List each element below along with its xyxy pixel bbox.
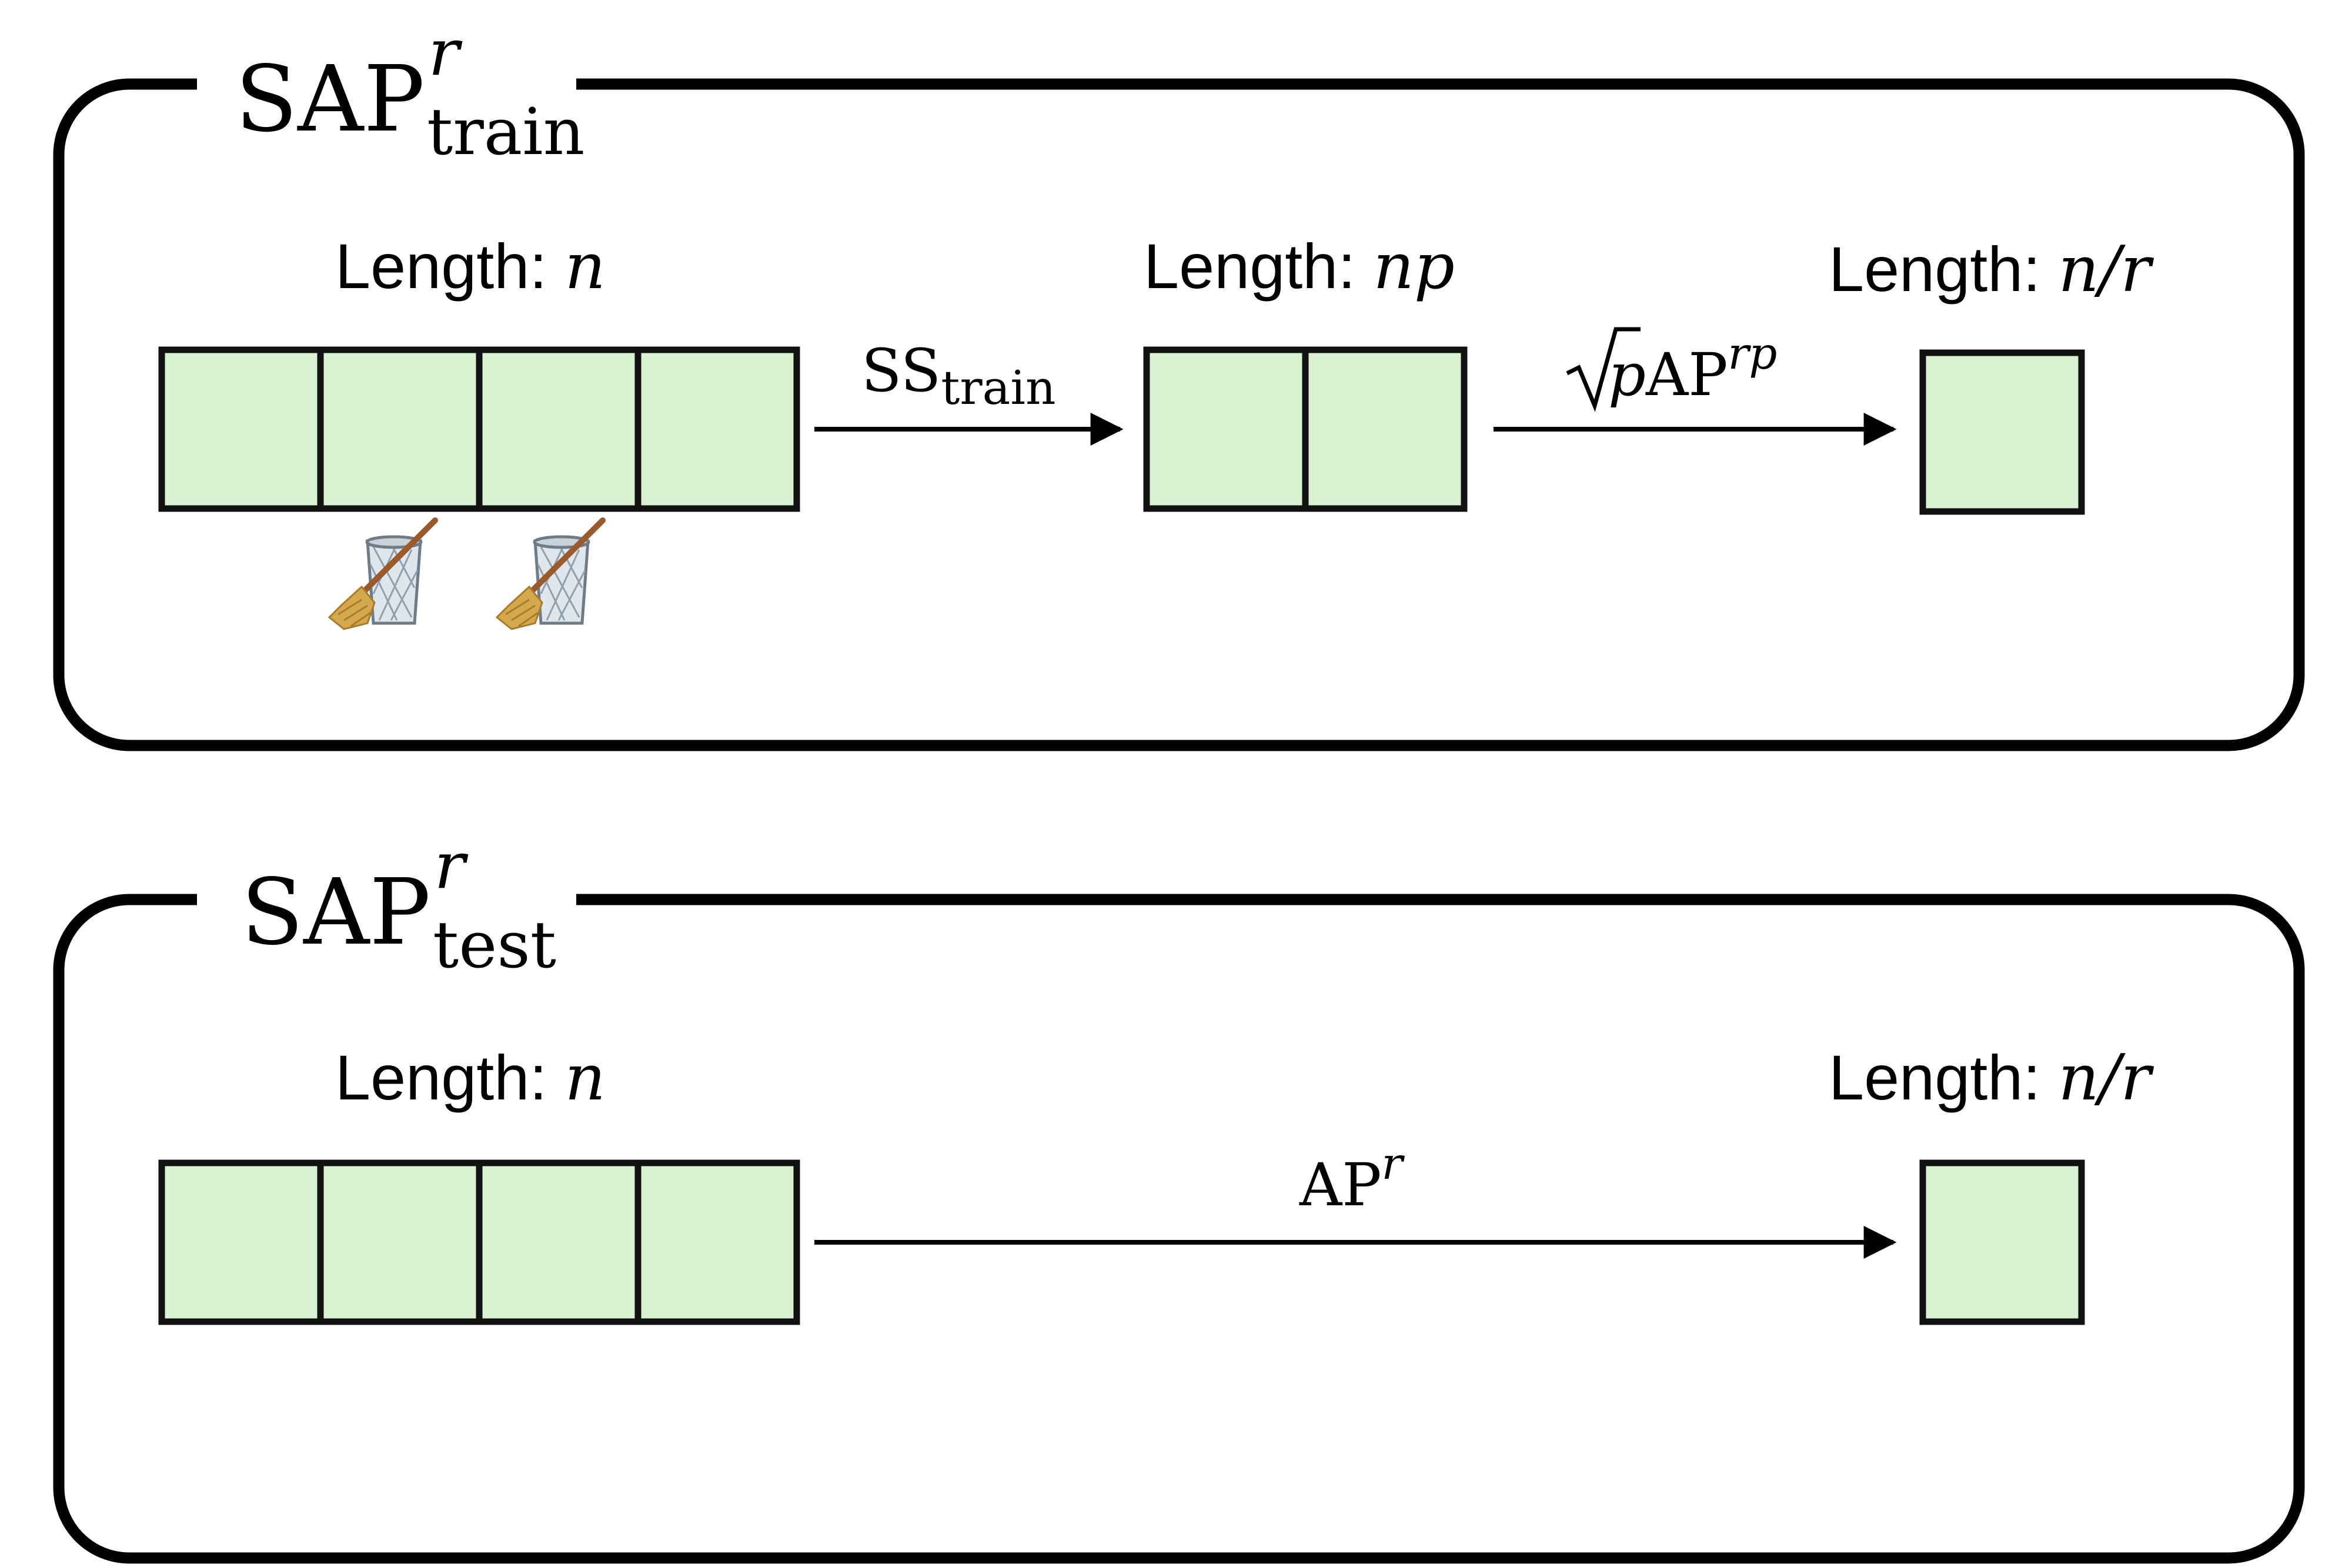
train-title-gap xyxy=(197,59,576,112)
svg-text:pAPrp: pAPrp xyxy=(1608,327,1777,409)
train-input-cell xyxy=(476,346,642,512)
train-mid-length-label: Length: np xyxy=(1144,230,1455,303)
train-input-length-label: Length: n xyxy=(335,230,606,303)
train-mid-sequence xyxy=(1143,346,1468,512)
test-input-length-label: Length: n xyxy=(335,1041,606,1115)
train-input-cell xyxy=(317,346,483,512)
test-panel-border xyxy=(53,894,2305,1564)
broom-wastebasket-icon xyxy=(495,517,606,630)
train-arrow-subsample-label: SStrain xyxy=(861,336,1055,415)
train-output-length-label: Length: n/r xyxy=(1829,233,2154,306)
train-input-cell xyxy=(158,346,324,512)
train-input-sequence xyxy=(158,346,800,512)
test-output-cell xyxy=(1919,1159,2085,1325)
train-output-cell xyxy=(1919,349,2085,515)
train-input-cell xyxy=(634,346,800,512)
test-title-gap xyxy=(197,876,576,929)
test-arrow-pooling-label: APr xyxy=(1299,1138,1405,1219)
train-arrow-pooling-label: pAPrp xyxy=(1566,327,1777,412)
test-input-cell xyxy=(634,1159,800,1325)
test-input-sequence xyxy=(158,1159,800,1325)
test-input-cell xyxy=(476,1159,642,1325)
broom-wastebasket-icon xyxy=(328,517,438,630)
sqrt-symbol xyxy=(1566,327,1641,412)
train-mid-cell xyxy=(1302,346,1468,512)
test-input-cell xyxy=(158,1159,324,1325)
test-input-cell xyxy=(317,1159,483,1325)
train-mid-cell xyxy=(1143,346,1309,512)
test-output-length-label: Length: n/r xyxy=(1829,1041,2154,1115)
